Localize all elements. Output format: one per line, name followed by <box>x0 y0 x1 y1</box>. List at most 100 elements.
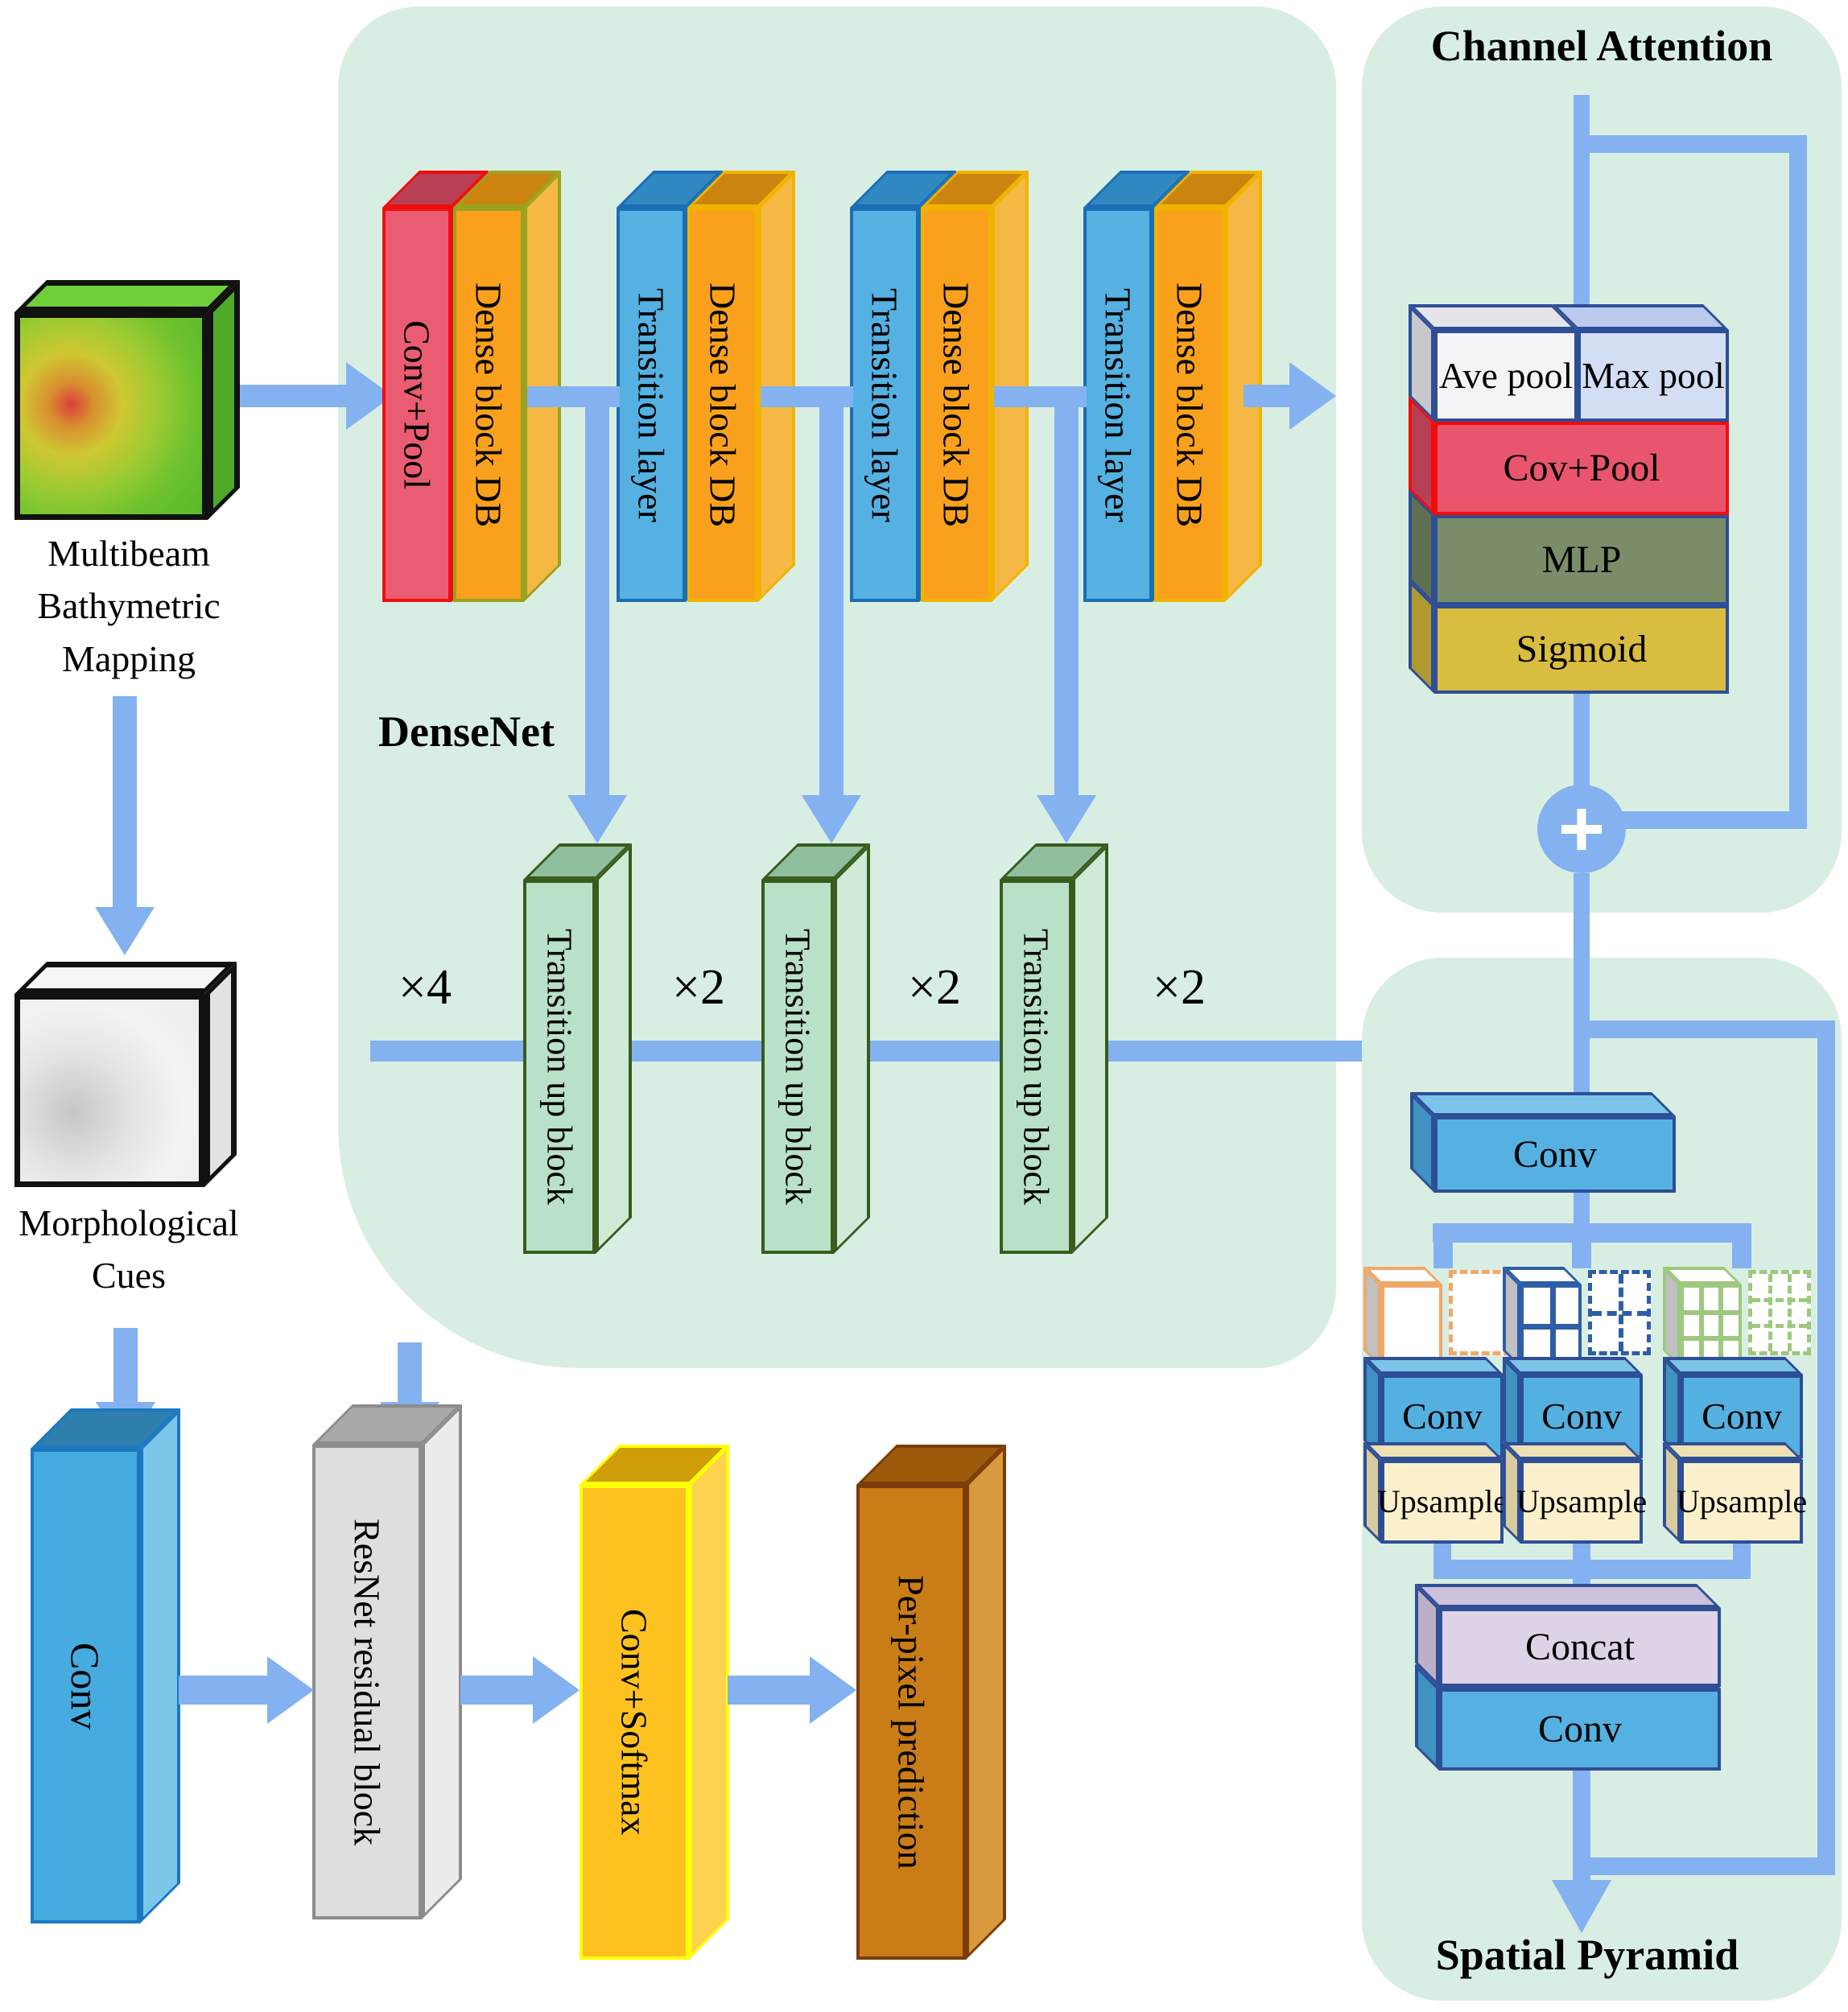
branch-conv-label: Conv <box>1702 1395 1782 1437</box>
face-top <box>1503 1357 1643 1375</box>
face-front: Transition up block <box>761 880 834 1254</box>
grid-line <box>1718 1288 1723 1365</box>
face-front: MLP <box>1434 515 1729 605</box>
connector <box>113 696 137 907</box>
multiplier-x2: ×2 <box>672 960 725 1015</box>
transition-up-label: Transition up block <box>1016 928 1056 1206</box>
face-front: Conv <box>31 1449 140 1923</box>
face-front: Upsample <box>1377 1460 1508 1544</box>
spatial-pyramid-title: Spatial Pyramid <box>1435 1931 1739 1979</box>
dense-block-label: Dense block DB <box>468 282 509 528</box>
sp-distribution-bar <box>1433 1223 1751 1243</box>
face-top <box>1363 1442 1504 1460</box>
face-front: Ave pool <box>1434 330 1578 422</box>
face-front <box>1381 1284 1442 1368</box>
face-front: Transition up block <box>1000 880 1072 1254</box>
transition-layer-label: Transition layer <box>630 287 672 522</box>
sigmoid-label: Sigmoid <box>1516 628 1648 671</box>
conv-pool-label: Conv+Pool <box>396 320 438 489</box>
dense-block-label: Dense block DB <box>935 282 977 528</box>
grid-line <box>1592 1311 1647 1316</box>
face-front: Per-pixel prediction <box>856 1485 966 1960</box>
branch-upsample-label: Upsample <box>1376 1483 1508 1519</box>
face-front: Sigmoid <box>1434 605 1729 694</box>
face-side <box>1363 1267 1381 1368</box>
sp-conv-label: Conv <box>1512 1132 1597 1176</box>
connector <box>460 1676 536 1705</box>
multiplier-x2: ×2 <box>908 960 961 1015</box>
sp-skip-bottom <box>1590 1857 1835 1875</box>
connector <box>398 1342 422 1405</box>
face-top <box>1552 304 1729 330</box>
branch-conv-label: Conv <box>1402 1395 1483 1437</box>
grid-line <box>1684 1336 1739 1341</box>
transition-layer-label: Transition layer <box>1097 287 1139 522</box>
skip-drop <box>819 394 844 797</box>
face-front: Transition layer <box>850 208 919 602</box>
face-side <box>140 1408 180 1923</box>
skip-drop <box>1054 394 1079 797</box>
ave-pool-label: Ave pool <box>1438 354 1574 396</box>
pyramid-ghost-2x2 <box>1588 1270 1651 1355</box>
morphology-texture <box>14 994 204 1187</box>
connector <box>1433 1243 1453 1268</box>
resnet-label: ResNet residual block <box>346 1518 388 1846</box>
face-front: Dense block DB <box>687 208 758 602</box>
connector <box>728 1676 811 1705</box>
face-side <box>834 843 870 1254</box>
connector <box>1572 1243 1591 1268</box>
arrow-down-skip-2 <box>802 795 861 843</box>
mlp-label: MLP <box>1541 538 1622 582</box>
sp-skip-right <box>1817 1020 1835 1875</box>
concat-label: Concat <box>1525 1626 1635 1669</box>
transition-up-label: Transition up block <box>539 928 580 1206</box>
face-front: Conv+Pool <box>382 208 452 602</box>
face-front: Max pool <box>1578 330 1729 422</box>
ca-skip-right <box>1789 135 1807 829</box>
branch-upsample-label: Upsample <box>1676 1483 1808 1519</box>
conv-softmax-label: Conv+Softmax <box>613 1609 655 1836</box>
grid-line <box>1684 1310 1739 1315</box>
face-side <box>1663 1267 1681 1368</box>
face-top <box>1409 304 1578 330</box>
arrow-into-channel-attention <box>1289 362 1336 430</box>
cube-side-face <box>204 962 237 1187</box>
face-front: Transition layer <box>1083 208 1153 602</box>
dense-block-label: Dense block DB <box>702 282 744 528</box>
multiplier-x2: ×2 <box>1153 960 1206 1015</box>
arrow-down-skip-1 <box>567 795 627 843</box>
sp-out-conv-label: Conv <box>1537 1708 1622 1751</box>
cov-pool-label: Cov+Pool <box>1503 447 1660 490</box>
face-front: Upsample <box>1516 1460 1647 1544</box>
sp-skip-top <box>1574 1020 1835 1038</box>
face-front: Upsample <box>1677 1460 1807 1544</box>
head-conv-label: Conv <box>63 1642 108 1730</box>
face-top <box>1663 1442 1803 1460</box>
cube-side-face <box>208 280 240 520</box>
arrow-down-skip-3 <box>1037 795 1096 843</box>
transition-up-label: Transition up block <box>778 928 818 1206</box>
connector <box>1573 1771 1590 1883</box>
face-front: Dense block DB <box>921 208 992 602</box>
densenet-title: DenseNet <box>378 707 555 756</box>
pyramid-ghost-1x1 <box>1449 1270 1512 1355</box>
connector <box>113 1328 138 1404</box>
prediction-label: Per-pixel prediction <box>890 1575 932 1870</box>
grid-line <box>1752 1298 1807 1302</box>
face-side <box>1503 1267 1520 1368</box>
plus-sign: + <box>1557 784 1606 874</box>
morphological-label: Morphological Cues <box>19 1202 239 1297</box>
pyramid-ghost-3x3 <box>1748 1270 1811 1355</box>
arrow-conv-to-resnet <box>267 1656 314 1724</box>
face-front: Transition layer <box>617 208 686 602</box>
max-pool-label: Max pool <box>1582 354 1725 396</box>
arrow-spatial-pyramid-output <box>1552 1880 1611 1933</box>
connector <box>1244 385 1292 407</box>
connector <box>1732 1243 1751 1268</box>
face-top <box>1363 1357 1504 1375</box>
face-side <box>966 1445 1006 1960</box>
face-front: Dense block DB <box>453 208 524 602</box>
dense-block-label: Dense block DB <box>1169 282 1211 528</box>
face-front: Conv <box>1439 1688 1721 1771</box>
